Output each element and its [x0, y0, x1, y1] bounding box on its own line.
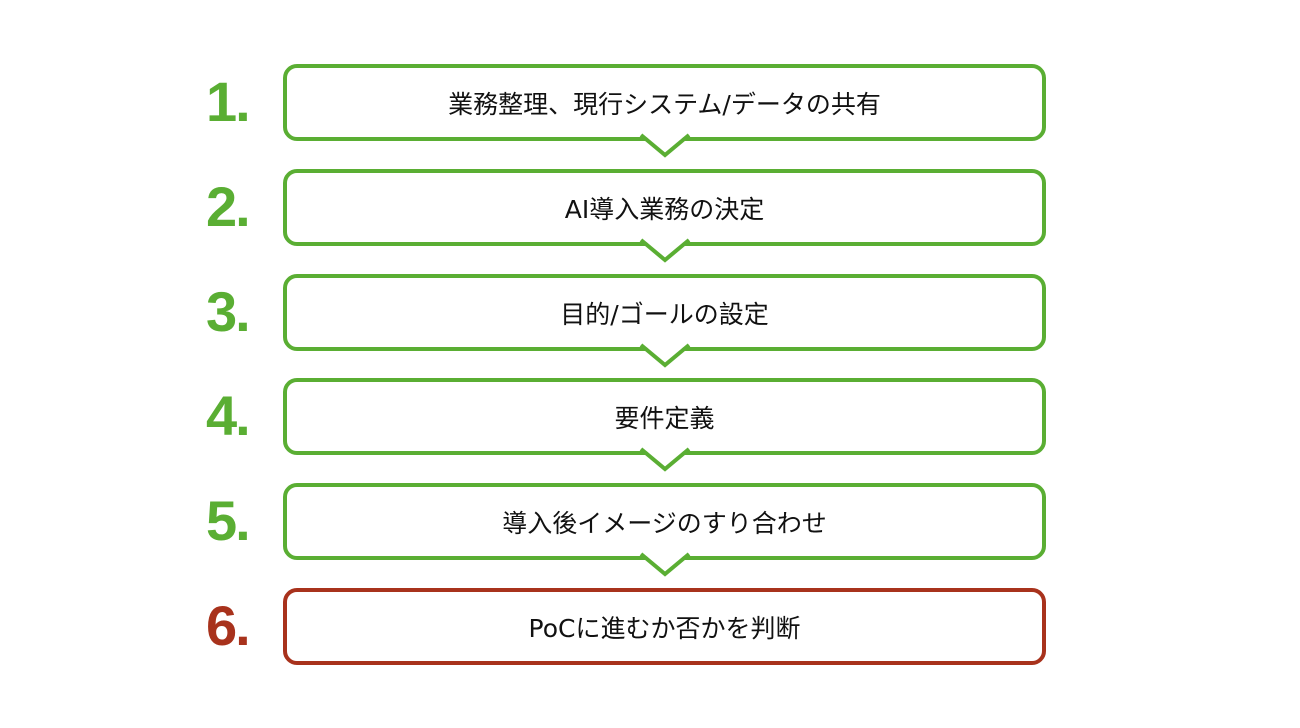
chevron-down-icon	[639, 133, 691, 158]
step-box: 目的/ゴールの設定	[283, 274, 1046, 351]
step-number: 2.	[206, 175, 251, 238]
step-3: 3. 目的/ゴールの設定	[0, 274, 1300, 368]
step-number: 1.	[206, 70, 251, 133]
chevron-down-icon	[639, 447, 691, 472]
step-number: 6.	[206, 594, 251, 657]
step-label: 要件定義	[614, 403, 715, 433]
step-label: AI導入業務の決定	[564, 194, 765, 224]
step-label: 業務整理、現行システム/データの共有	[448, 89, 881, 119]
step-2: 2. AI導入業務の決定	[0, 169, 1300, 263]
step-5: 5. 導入後イメージのすり合わせ	[0, 483, 1300, 577]
step-label: PoCに進むか否かを判断	[528, 613, 801, 643]
chevron-down-icon	[639, 238, 691, 263]
step-6: 6. PoCに進むか否かを判断	[0, 588, 1300, 665]
step-box: PoCに進むか否かを判断	[283, 588, 1046, 665]
step-number: 3.	[206, 280, 251, 343]
step-box: AI導入業務の決定	[283, 169, 1046, 246]
chevron-down-icon	[639, 552, 691, 577]
step-label: 導入後イメージのすり合わせ	[502, 508, 827, 538]
step-box: 導入後イメージのすり合わせ	[283, 483, 1046, 560]
step-1: 1. 業務整理、現行システム/データの共有	[0, 64, 1300, 158]
step-4: 4. 要件定義	[0, 378, 1300, 472]
step-label: 目的/ゴールの設定	[560, 299, 769, 329]
chevron-down-icon	[639, 343, 691, 368]
step-number: 5.	[206, 489, 251, 552]
step-box: 業務整理、現行システム/データの共有	[283, 64, 1046, 141]
step-box: 要件定義	[283, 378, 1046, 455]
step-number: 4.	[206, 384, 251, 447]
